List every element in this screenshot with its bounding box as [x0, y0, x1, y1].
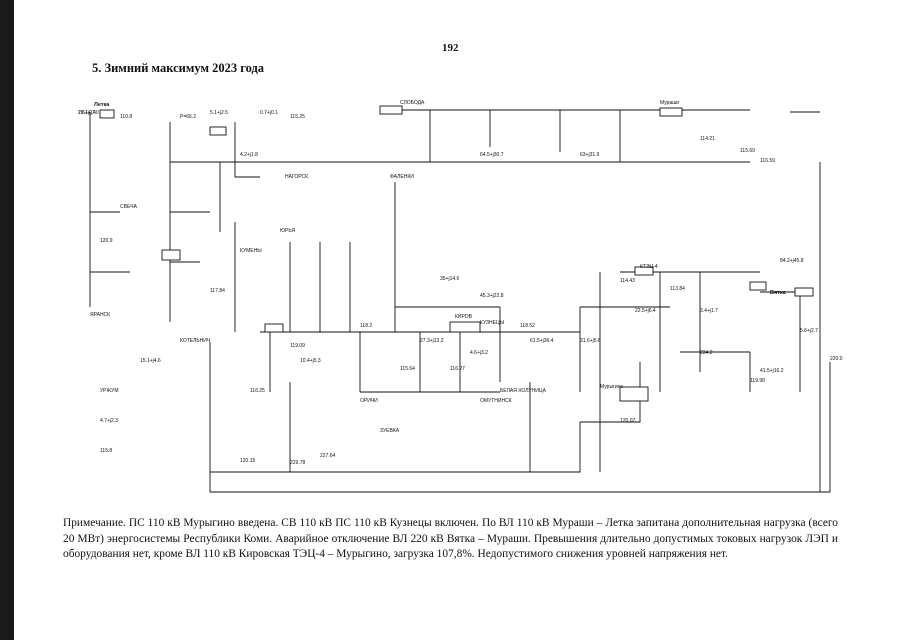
label-kirovskaya-tec4: КТЭЦ-4 [640, 264, 658, 270]
flow-value-label: 116.59 [760, 158, 775, 164]
label-sloboda: СЛОБОДА [400, 100, 425, 106]
flow-value-label: 120.9 [100, 238, 113, 244]
flow-value-label: 115.25 [290, 114, 305, 120]
label-falenki: ФАЛЕНКИ [390, 174, 414, 180]
flow-value-label: 5.6+j2.7 [800, 328, 818, 334]
label-kuznetsy: КУЗНЕЦЫ [480, 320, 505, 326]
flow-value-label: 61.5+j36.4 [530, 338, 554, 344]
label-orichi: ОРИЧИ [360, 398, 378, 404]
flow-value-label: 116.25 [250, 388, 265, 394]
flow-value-label: 22.5+j6.4 [635, 308, 656, 314]
flow-value-label: 4.7+j2.3 [100, 418, 118, 424]
flow-value-label: 120.07 [620, 418, 636, 424]
flow-value-label: 234.2 [700, 350, 713, 356]
label-nagorsk: НАГОРСК [285, 174, 308, 180]
flow-value-label: 110.8 [120, 114, 132, 120]
flow-value-label: 0.7+j0.1 [260, 110, 278, 116]
flow-value-label: 115.8 [100, 448, 112, 454]
flow-value-label: 119.09 [290, 343, 305, 349]
label-kumeny: КУМЕНЫ [240, 248, 262, 254]
left-scan-border [0, 0, 14, 640]
label-kotelnich: КОТЕЛЬНИЧ [180, 338, 210, 344]
flow-value-label: 41.5+j16.2 [760, 368, 784, 374]
flow-value-label: 84.2+j45.8 [780, 258, 804, 264]
flow-value-label: 114.21 [700, 136, 715, 142]
flow-value-label: 113.84 [670, 286, 685, 292]
flow-value-label: 64.5+j30.7 [480, 152, 504, 158]
flow-value-label: 115.64 [400, 366, 415, 372]
flow-value-label: 4.2+j1.8 [240, 152, 258, 158]
flow-labels: 7.6+j2.4 110.8 P=66.2 5.1+j2.5 0.7+j0.1 115.2… [78, 110, 843, 466]
flow-value-label: 45.3+j22.8 [480, 293, 504, 299]
label-letka: Летка [94, 102, 110, 108]
flow-value-label: 27.3+j13.2 [420, 338, 444, 344]
label-zuevka: ЗУЕВКА [380, 428, 400, 434]
flow-value-label: 5.1+j2.5 [210, 110, 228, 116]
flow-value-label: 63+j31.9 [580, 152, 600, 158]
label-murygino: Мурыгино [600, 384, 623, 390]
page-number: 192 [442, 42, 459, 54]
flow-value-label: 15.1+j4.6 [140, 358, 161, 364]
flow-value-label: 28.1+j7.0 [78, 110, 99, 116]
label-kirov: КИРОВ [455, 314, 473, 320]
flow-value-label: 35+j14.6 [440, 276, 460, 282]
flow-value-label: 118.2 [360, 323, 372, 329]
section-title: 5. Зимний максимум 2023 года [92, 61, 265, 75]
flow-value-label: 114.43 [620, 278, 635, 284]
label-vyatka: Вятка [770, 290, 787, 296]
flow-value-label: 220.0 [830, 356, 843, 362]
flow-value-label: P=66.2 [180, 114, 196, 120]
flow-value-label: 119.98 [750, 378, 765, 384]
note-paragraph: Примечание. ПС 110 кВ Мурыгино введена. … [63, 517, 838, 560]
flow-value-label: 115.69 [740, 148, 755, 154]
flow-value-label: 3.4+j1.7 [700, 308, 718, 314]
label-urzhum: УРЖУМ [100, 388, 119, 394]
label-belaya-holunica: БЕЛАЯ ХОЛУНИЦА [500, 388, 547, 394]
flow-value-label: 31.6+j5.6 [580, 338, 601, 344]
power-grid-diagram: Летка Вятка КОТЕЛЬНИЧ Мурыгино КТЭЦ-4 КУ… [78, 100, 843, 493]
document-page [14, 0, 905, 640]
flow-value-label: 120.15 [240, 458, 256, 464]
label-yaransk: ЯРАНСК [90, 312, 110, 318]
label-svecha: СВЕЧА [120, 204, 138, 210]
flow-value-label: 229.78 [290, 460, 306, 466]
label-murashi: Мураши [660, 100, 679, 106]
flow-value-label: 227.64 [320, 453, 336, 459]
flow-value-label: 4.6+j3.2 [470, 350, 488, 356]
flow-value-label: 7.6+j2.4 [78, 110, 96, 116]
label-yurya: ЮРЬЯ [280, 228, 295, 234]
flow-value-label: 116.27 [450, 366, 465, 372]
flow-value-label: 118.52 [520, 323, 535, 329]
flow-value-label: 117.84 [210, 288, 225, 294]
flow-value-label: 10.4+j5.3 [300, 358, 321, 364]
label-omutninsk: ОМУТНИНСК [480, 398, 512, 404]
